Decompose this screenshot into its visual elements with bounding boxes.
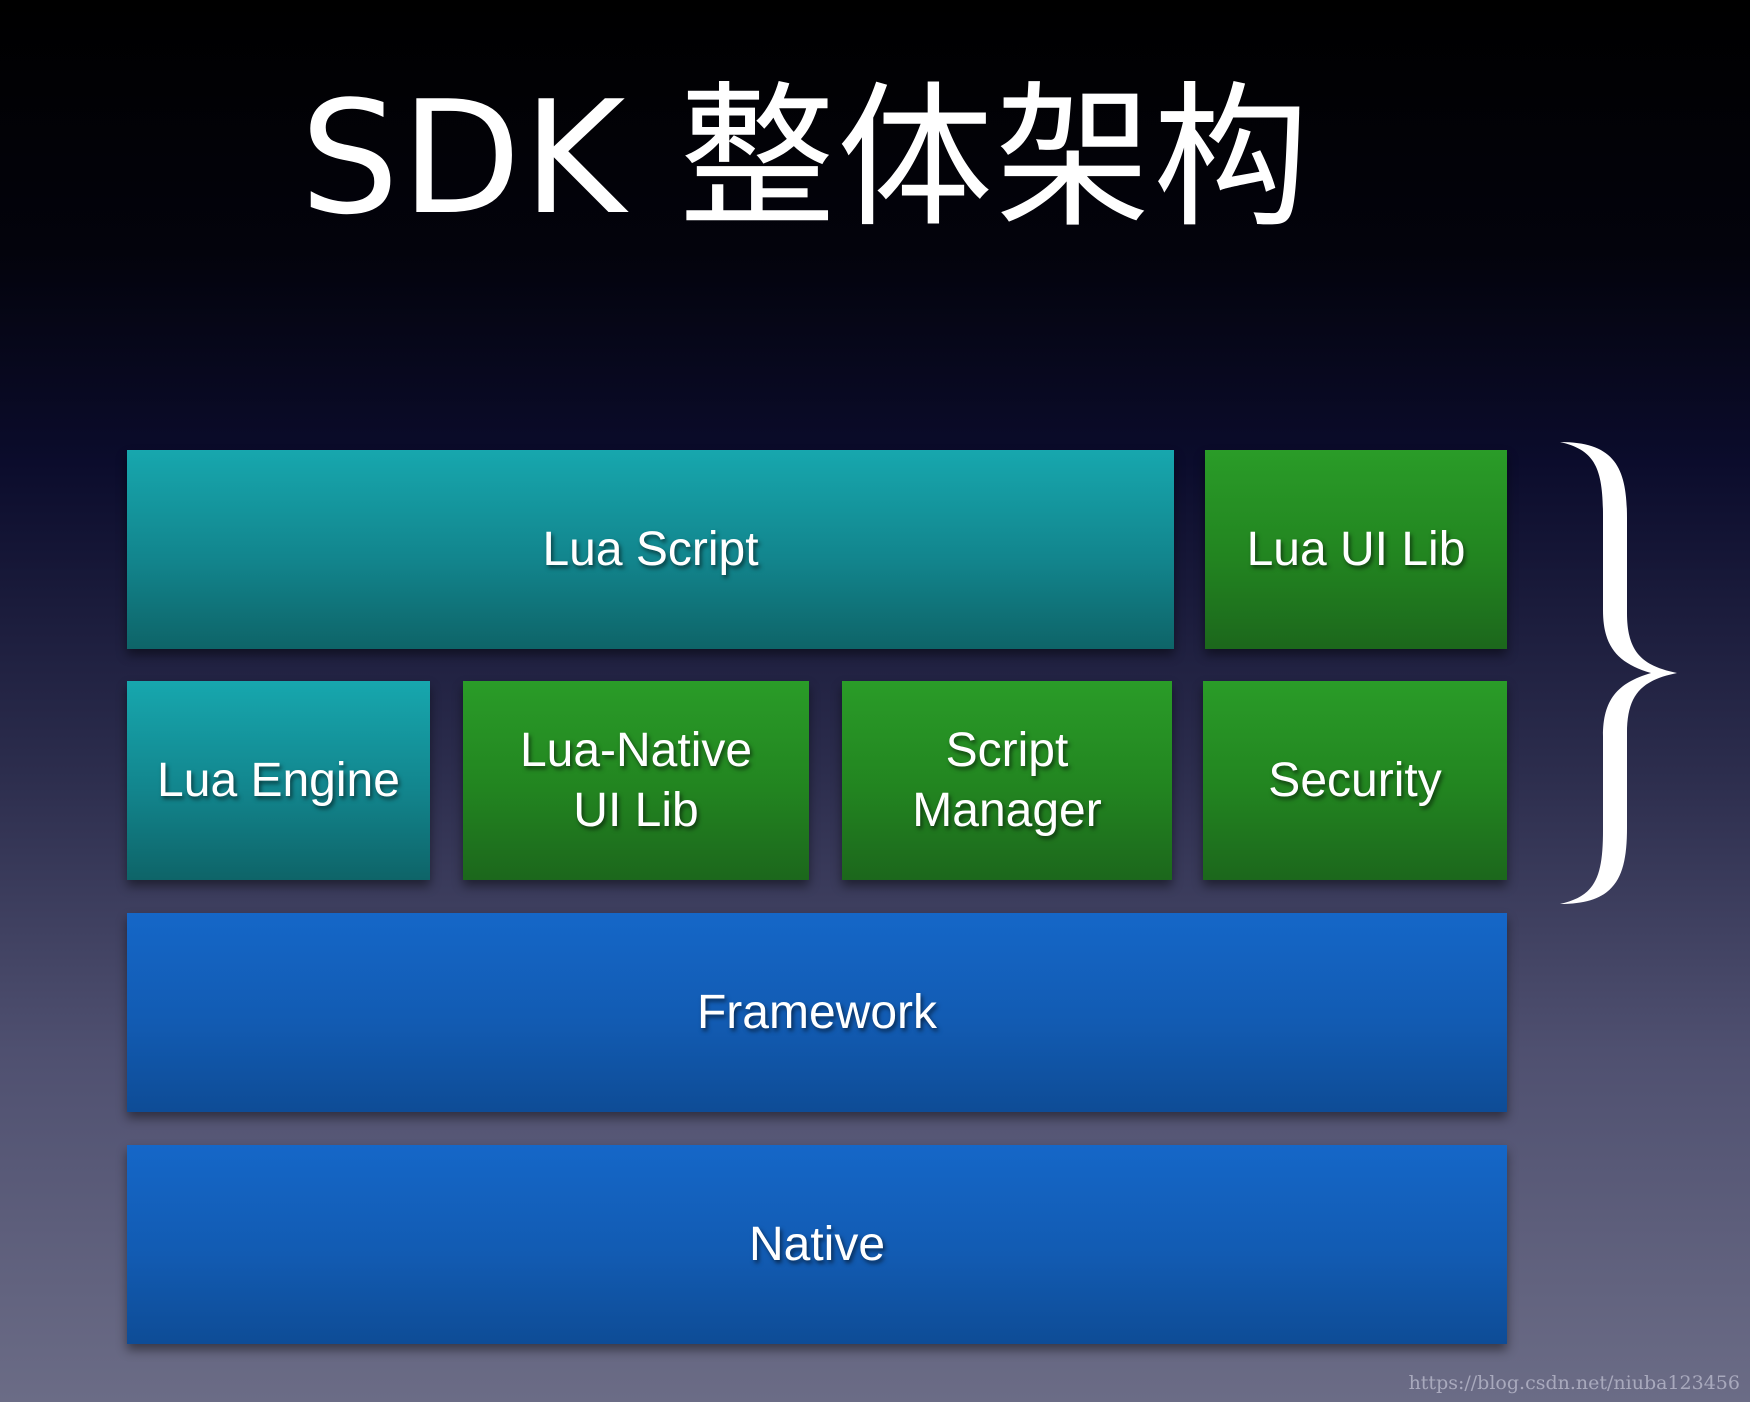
page-title: SDK 整体架构	[300, 67, 1312, 249]
lua-native-ui-lib-label: Lua-Native UI Lib	[519, 723, 753, 837]
right-curly-brace-icon	[1560, 442, 1677, 904]
native-block: Native	[127, 1145, 1507, 1344]
native-label: Native	[748, 1217, 886, 1271]
script-manager-label: Script Manager	[912, 723, 1102, 837]
lua-engine-block: Lua Engine	[127, 681, 430, 880]
lua-ui-lib-label: Lua UI Lib	[1246, 522, 1466, 576]
lua-engine-label: Lua Engine	[157, 753, 400, 807]
lua-ui-lib-block: Lua UI Lib	[1205, 450, 1507, 649]
framework-block: Framework	[127, 913, 1507, 1112]
lua-native-ui-lib-block: Lua-Native UI Lib	[463, 681, 809, 880]
security-block: Security	[1203, 681, 1507, 880]
lua-script-block: Lua Script	[127, 450, 1174, 649]
script-manager-block: Script Manager	[842, 681, 1172, 880]
watermark-text: https://blog.csdn.net/niuba123456	[1408, 1372, 1740, 1394]
security-label: Security	[1268, 753, 1442, 807]
lua-script-label: Lua Script	[542, 522, 759, 576]
framework-label: Framework	[696, 985, 938, 1039]
